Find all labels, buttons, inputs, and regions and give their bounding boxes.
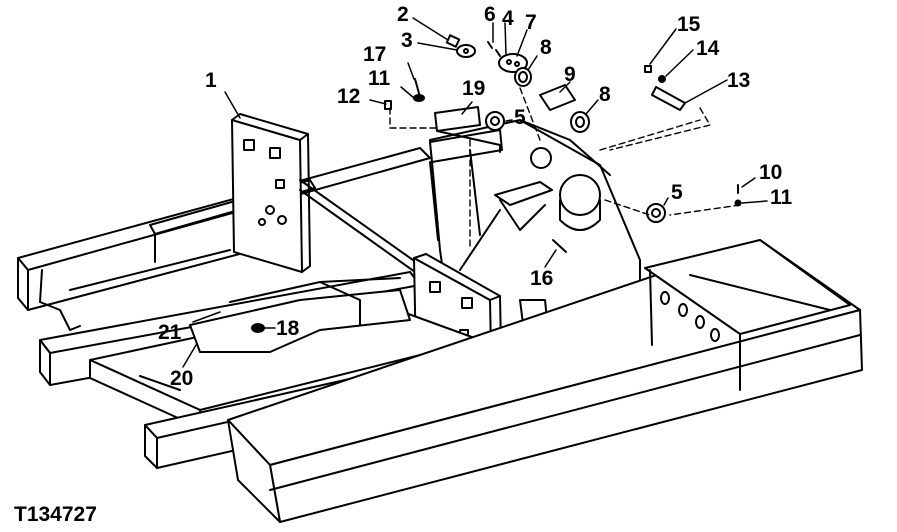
callout-4: 4 [502,7,514,30]
front-channel [227,239,863,523]
hardware-parts [251,34,742,333]
assembly-lines [389,87,741,251]
callout-19: 19 [462,77,486,100]
callout-6: 6 [484,3,496,26]
left-rear-rail [17,147,431,331]
rear-upright-plate [231,113,311,273]
skid-plate [89,277,481,429]
callout-8a: 8 [540,36,552,59]
figure-id-label: T134727 [14,503,97,526]
callout-13: 13 [727,69,751,92]
callout-18: 18 [276,317,300,340]
callout-16: 16 [530,267,554,290]
leader-lines [182,17,768,368]
callout-21: 21 [158,321,182,344]
callout-1: 1 [205,69,217,92]
callout-10: 10 [759,161,783,184]
callout-12: 12 [337,85,361,108]
callout-20: 20 [170,367,194,390]
callout-5b: 5 [671,181,683,204]
callout-8b: 8 [599,83,611,106]
callout-15: 15 [677,13,701,36]
callout-11b: 11 [770,186,793,209]
callout-7: 7 [525,11,537,34]
callout-3: 3 [401,29,413,52]
callout-2: 2 [397,3,409,26]
callout-9: 9 [564,63,576,86]
callout-17: 17 [363,43,387,66]
callout-11a: 11 [368,67,391,90]
callout-5a: 5 [514,106,526,129]
callout-14: 14 [696,37,720,60]
